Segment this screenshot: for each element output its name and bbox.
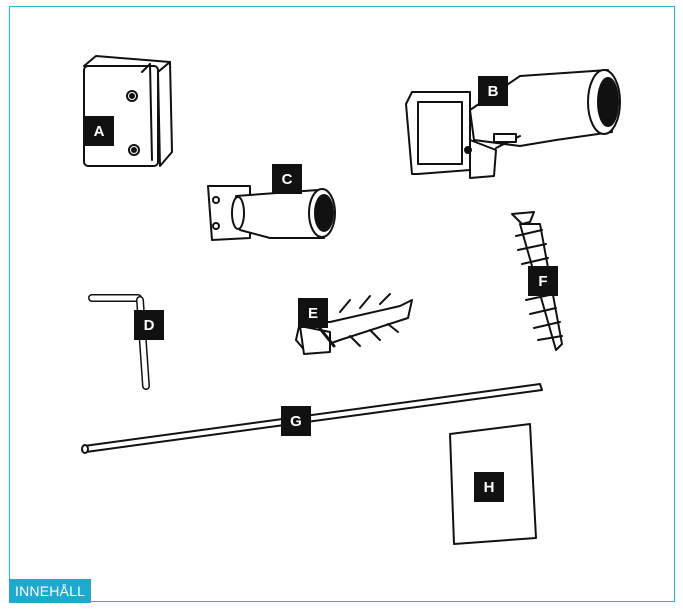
wall-rod-bracket-icon xyxy=(406,70,620,178)
rod-connector-icon xyxy=(208,186,335,240)
part-label-b: B xyxy=(478,76,508,106)
part-label-f: F xyxy=(528,266,558,296)
part-label-e: E xyxy=(298,298,328,328)
glass-clamp-icon xyxy=(84,56,172,166)
part-label-d: D xyxy=(134,310,164,340)
part-label-c: C xyxy=(272,164,302,194)
section-title: INNEHÅLL xyxy=(9,579,91,603)
part-label-a: A xyxy=(84,116,114,146)
part-label-h: H xyxy=(474,472,504,502)
part-label-g: G xyxy=(281,406,311,436)
